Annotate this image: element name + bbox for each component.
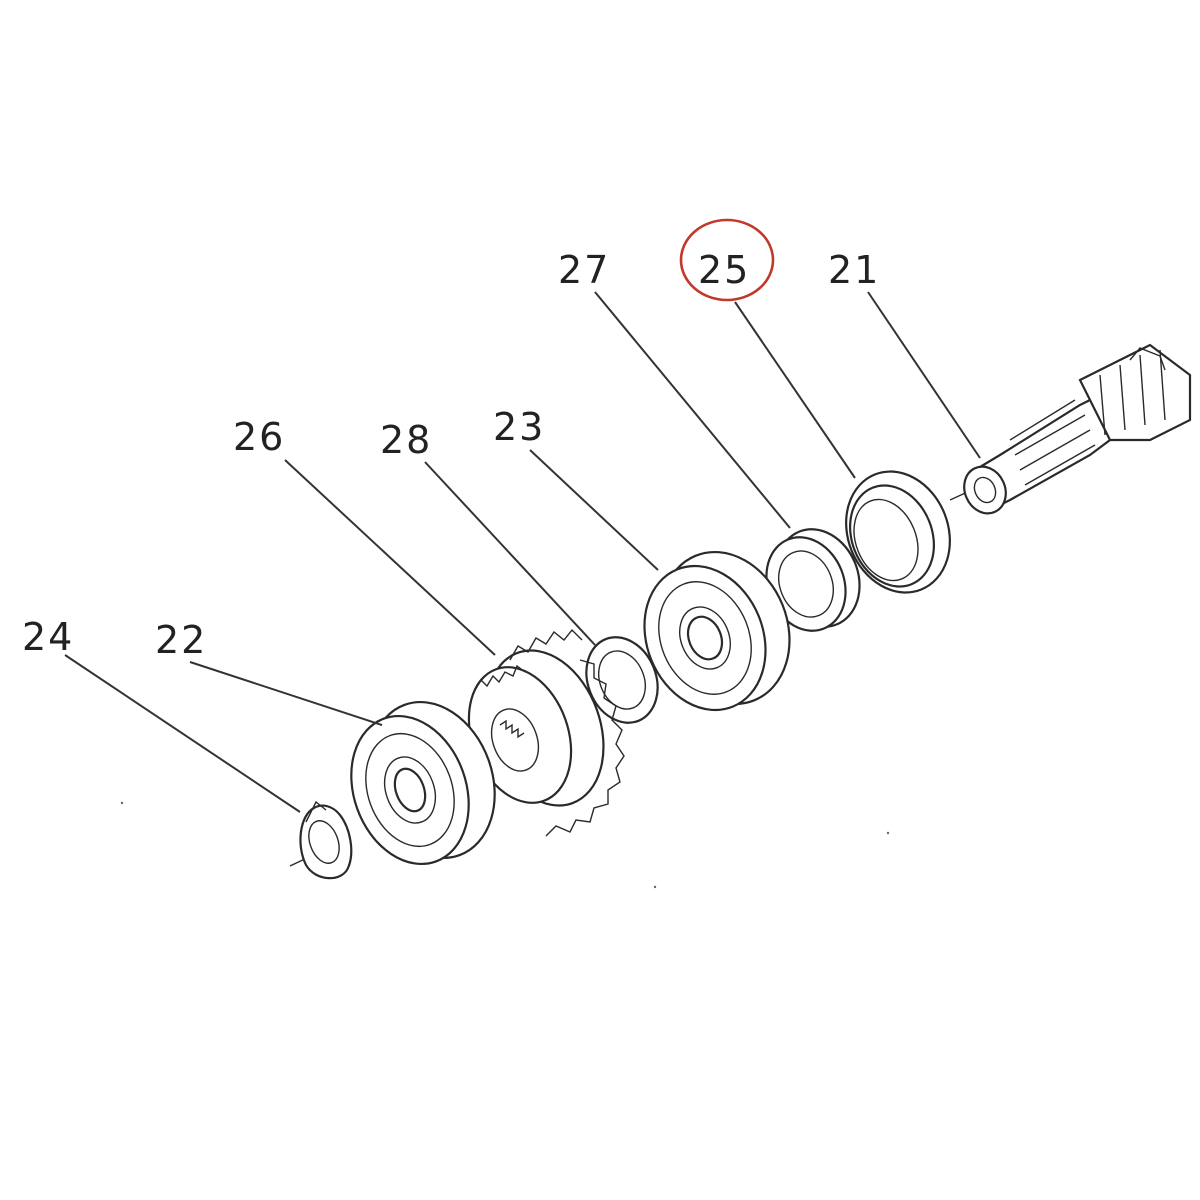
leader-25: [734, 301, 856, 479]
highlight-circle: [679, 218, 775, 302]
part-24-circlip: [299, 800, 353, 880]
part-23-ball-bearing: [643, 550, 791, 712]
leader-28: [424, 461, 596, 646]
leader-22: [189, 661, 383, 726]
speck: [120, 801, 124, 805]
part-22-ball-bearing: [350, 700, 496, 866]
leader-23: [529, 449, 659, 571]
leader-21: [867, 291, 981, 459]
speck: [886, 831, 890, 835]
callout-28: 28: [380, 418, 432, 462]
callout-22: 22: [155, 618, 207, 662]
leader-lines: [64, 291, 981, 813]
callout-26: 26: [233, 415, 285, 459]
part-27-collar: [765, 528, 861, 632]
callout-21: 21: [828, 248, 880, 292]
part-21-splined-shaft: [963, 343, 1192, 515]
leader-27: [594, 291, 791, 529]
part-26-spur-gear: [467, 628, 625, 837]
leader-24: [64, 654, 301, 813]
callout-27: 27: [558, 248, 610, 292]
callout-24: 24: [22, 615, 74, 659]
callout-25: 25: [698, 248, 750, 292]
part-25-seal-ring: [845, 470, 951, 594]
leader-26: [284, 459, 496, 656]
speck: [653, 885, 657, 889]
callout-23: 23: [493, 405, 545, 449]
